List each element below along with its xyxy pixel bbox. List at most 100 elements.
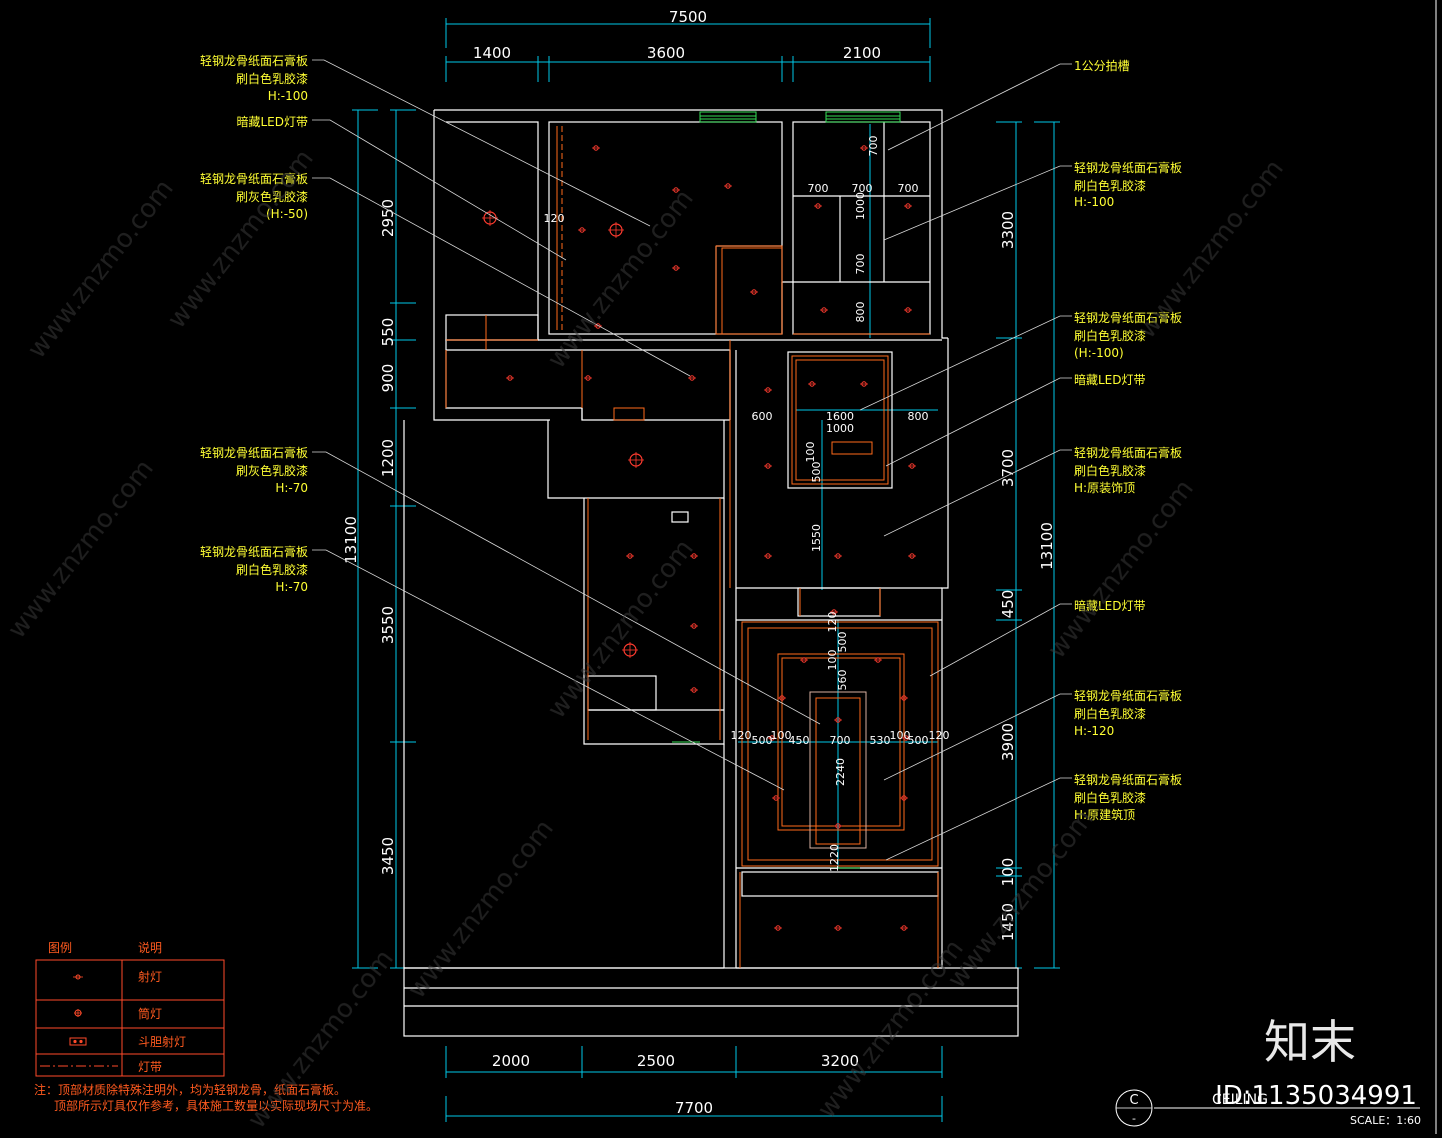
spotlight-icon bbox=[904, 203, 912, 209]
callout-line: 刷白色乳胶漆 bbox=[1074, 790, 1146, 805]
interior-dim: 700 bbox=[867, 136, 880, 157]
callout-line: 轻钢龙骨纸面石膏板 bbox=[200, 53, 308, 68]
interior-dim: 450 bbox=[789, 734, 810, 747]
spotlight-icon bbox=[904, 307, 912, 313]
spotlight-icon bbox=[774, 925, 782, 931]
callout: 轻钢龙骨纸面石膏板 刷白色乳胶漆 H:原建筑顶 bbox=[1074, 772, 1182, 822]
watermark: www.znzmo.com bbox=[22, 174, 180, 364]
legend-note: 注：顶部材质除特殊注明外，均为轻钢龙骨，纸面石膏板。 bbox=[34, 1082, 346, 1097]
spotlight-icon bbox=[834, 823, 842, 829]
interior-dim: 1000 bbox=[854, 192, 867, 220]
interior-dim: 600 bbox=[752, 410, 773, 423]
callout-line: 刷白色乳胶漆 bbox=[1074, 328, 1146, 343]
spotlight-icon bbox=[690, 623, 698, 629]
light-fixtures bbox=[482, 145, 916, 931]
spotlight-icon bbox=[860, 381, 868, 387]
brand: 知末 ID:1135034991 bbox=[1215, 1015, 1417, 1111]
spotlight-icon bbox=[626, 553, 634, 559]
dim-right-seg: 1450 bbox=[999, 903, 1017, 941]
spotlight-icon bbox=[764, 463, 772, 469]
callout: 暗藏LED灯带 bbox=[1074, 598, 1146, 613]
dimension-lines bbox=[352, 18, 1060, 1122]
spotlight-icon bbox=[834, 925, 842, 931]
callout-line: 轻钢龙骨纸面石膏板 bbox=[1074, 772, 1182, 787]
spotlight-icon bbox=[902, 735, 910, 741]
interior-dim: 700 bbox=[852, 182, 873, 195]
legend-header-desc: 说明 bbox=[138, 940, 162, 955]
dim-right-seg: 100 bbox=[999, 858, 1017, 887]
spotlight-icon bbox=[814, 203, 822, 209]
dim-left-seg: 1200 bbox=[379, 439, 397, 477]
callout-line: H:原建筑顶 bbox=[1074, 807, 1135, 822]
dim-top-seg: 3600 bbox=[647, 44, 685, 62]
interior-dim: 500 bbox=[908, 734, 929, 747]
interior-dim: 120 bbox=[731, 729, 752, 742]
callout: 暗藏LED灯带 bbox=[1074, 372, 1146, 387]
callout-line: 刷灰色乳胶漆 bbox=[236, 189, 308, 204]
interior-dim: 700 bbox=[808, 182, 829, 195]
watermark: www.znzmo.com bbox=[542, 534, 700, 724]
spotlight-icon bbox=[900, 695, 908, 701]
watermark: www.znzmo.com bbox=[402, 814, 560, 1004]
dim-bottom-total: 7700 bbox=[675, 1099, 713, 1117]
spotlight-icon bbox=[778, 695, 786, 701]
callout-line: H:-120 bbox=[1074, 724, 1114, 738]
callout: 轻钢龙骨纸面石膏板 刷白色乳胶漆 H:原装饰顶 bbox=[1074, 445, 1182, 495]
dim-right-seg: 3900 bbox=[999, 723, 1017, 761]
interior-dim: 100 bbox=[826, 650, 839, 671]
title-block: C - CEILING SCALE：1:60 bbox=[1115, 1089, 1421, 1127]
legend: 图例 说明 射灯 筒灯 斗胆射灯 灯带 注：顶 bbox=[34, 940, 378, 1113]
downlight-icon bbox=[608, 222, 624, 238]
legend-label: 筒灯 bbox=[138, 1006, 162, 1021]
callout-line: (H:-50) bbox=[266, 207, 308, 221]
interior-dim: 1600 bbox=[826, 410, 854, 423]
callout-line: 轻钢龙骨纸面石膏板 bbox=[1074, 160, 1182, 175]
dim-left-seg: 3550 bbox=[379, 606, 397, 644]
dim-left-seg: 3450 bbox=[379, 837, 397, 875]
interior-dim: 560 bbox=[836, 670, 849, 691]
section-marker-symbol: C bbox=[1129, 1093, 1138, 1108]
ceiling-outlines bbox=[445, 126, 939, 968]
spotlight-icon bbox=[768, 735, 776, 741]
dim-right-total: 13100 bbox=[1038, 522, 1056, 570]
interior-dim: 2240 bbox=[834, 758, 847, 786]
interior-dim: 800 bbox=[908, 410, 929, 423]
callout-line: 刷白色乳胶漆 bbox=[236, 562, 308, 577]
interior-dim: 700 bbox=[854, 254, 867, 275]
dim-right-seg: 3700 bbox=[999, 449, 1017, 487]
dim-right-seg: 3300 bbox=[999, 211, 1017, 249]
callout-line: 轻钢龙骨纸面石膏板 bbox=[1074, 445, 1182, 460]
dim-top-seg: 2100 bbox=[843, 44, 881, 62]
interior-dim: 1220 bbox=[828, 844, 841, 872]
callout-line: 暗藏LED灯带 bbox=[1074, 372, 1146, 387]
drawing-title: CEILING bbox=[1212, 1092, 1268, 1108]
spotlight-icon bbox=[772, 795, 780, 801]
downlight-icon bbox=[482, 210, 498, 226]
interior-dim: 700 bbox=[830, 734, 851, 747]
downlight-icon bbox=[622, 642, 638, 658]
dim-left-seg: 900 bbox=[379, 364, 397, 393]
interior-dim: 100 bbox=[804, 442, 817, 463]
interior-dim: 1550 bbox=[810, 524, 823, 552]
dim-top-seg: 1400 bbox=[473, 44, 511, 62]
callout: 暗藏LED灯带 bbox=[236, 114, 308, 129]
spotlight-icon bbox=[764, 553, 772, 559]
callouts-right: 1公分拍槽 轻钢龙骨纸面石膏板 刷白色乳胶漆 H:-100 轻钢龙骨纸面石膏板 … bbox=[1074, 58, 1182, 822]
spotlight-icon bbox=[672, 187, 680, 193]
interior-dim: 500 bbox=[836, 632, 849, 653]
callout: 轻钢龙骨纸面石膏板 刷白色乳胶漆 H:-120 bbox=[1074, 688, 1182, 738]
callout: 轻钢龙骨纸面石膏板 刷灰色乳胶漆 (H:-50) bbox=[200, 171, 308, 221]
grille-spotlight-icon bbox=[69, 1037, 87, 1046]
spotlight-icon bbox=[672, 265, 680, 271]
interior-dim: 530 bbox=[870, 734, 891, 747]
spotlight-icon bbox=[690, 553, 698, 559]
watermark: www.znzmo.com bbox=[812, 934, 970, 1124]
callout-line: 刷白色乳胶漆 bbox=[1074, 178, 1146, 193]
callouts-left: 轻钢龙骨纸面石膏板 刷白色乳胶漆 H:-100 暗藏LED灯带 轻钢龙骨纸面石膏… bbox=[200, 53, 308, 594]
callout-line: 轻钢龙骨纸面石膏板 bbox=[1074, 310, 1182, 325]
spotlight-icon bbox=[800, 657, 808, 663]
watermark: www.znzmo.com bbox=[542, 184, 700, 374]
callout-line: 刷白色乳胶漆 bbox=[1074, 706, 1146, 721]
interior-dim: 120 bbox=[544, 212, 565, 225]
